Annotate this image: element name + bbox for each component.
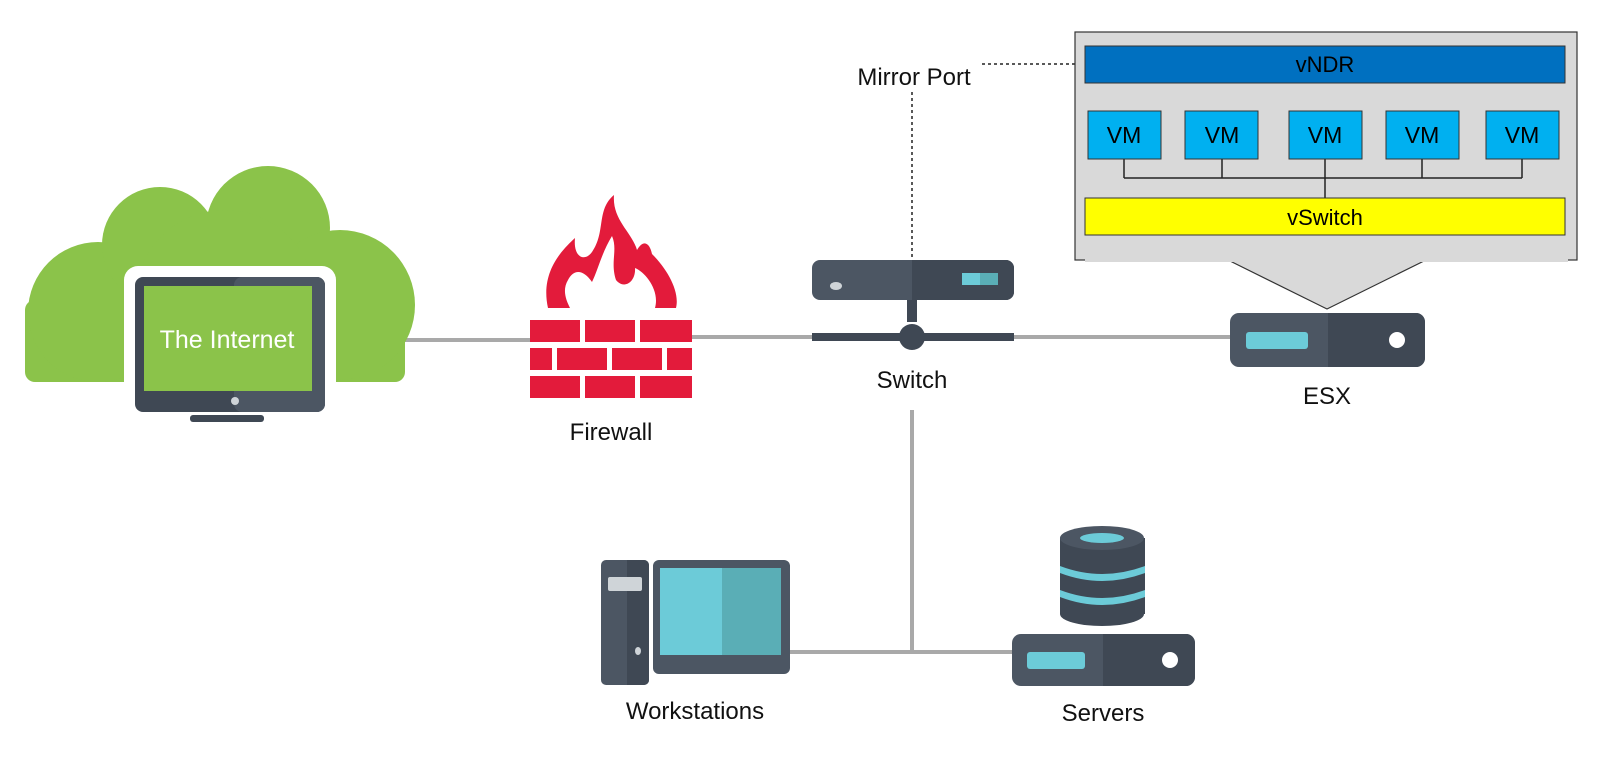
vm-box: VM (1184, 110, 1259, 160)
esx-detail-panel: vNDR VM VM VM VM VM (1074, 31, 1578, 310)
pc-tower-icon (601, 560, 649, 685)
vm-box: VM (1385, 110, 1460, 160)
vm-box: VM (1485, 110, 1560, 160)
vm-box: VM (1288, 110, 1363, 160)
workstations-label: Workstations (626, 698, 764, 725)
mirror-port-label: Mirror Port (857, 64, 971, 91)
monitor-icon (653, 560, 790, 674)
switch-node: Switch Mirror Port (812, 64, 1014, 394)
vm-box: VM (1087, 110, 1162, 160)
connections (405, 335, 1230, 654)
vm-label: VM (1205, 122, 1240, 148)
vswitch-bar (1084, 197, 1566, 236)
firewall-label: Firewall (570, 419, 653, 446)
flame-icon (546, 195, 677, 308)
vndr-label: vNDR (1296, 52, 1355, 77)
servers-label: Servers (1062, 700, 1145, 727)
database-icon (1060, 526, 1145, 626)
vm-bus (1123, 158, 1523, 198)
internet-node: The Internet (25, 166, 415, 422)
switch-label: Switch (877, 367, 948, 394)
panel-callout-pointer (1227, 259, 1427, 310)
servers-node: Servers (1012, 526, 1195, 727)
vm-label: VM (1505, 122, 1540, 148)
internet-label: The Internet (160, 326, 295, 354)
vm-label: VM (1308, 122, 1343, 148)
switch-icon (812, 260, 1014, 350)
esx-node: ESX (1230, 313, 1425, 410)
brick-wall-icon (530, 320, 692, 398)
vndr-bar (1084, 45, 1566, 84)
vm-label: VM (1405, 122, 1440, 148)
vm-label: VM (1107, 122, 1142, 148)
esx-label: ESX (1303, 383, 1351, 410)
server-icon (1230, 313, 1425, 367)
mirror-connector (911, 63, 1085, 262)
monitor-icon (124, 266, 336, 422)
vswitch-label: vSwitch (1287, 205, 1363, 230)
workstations-node: Workstations (601, 560, 790, 725)
firewall-node: Firewall (530, 195, 692, 446)
server-icon (1012, 634, 1195, 686)
